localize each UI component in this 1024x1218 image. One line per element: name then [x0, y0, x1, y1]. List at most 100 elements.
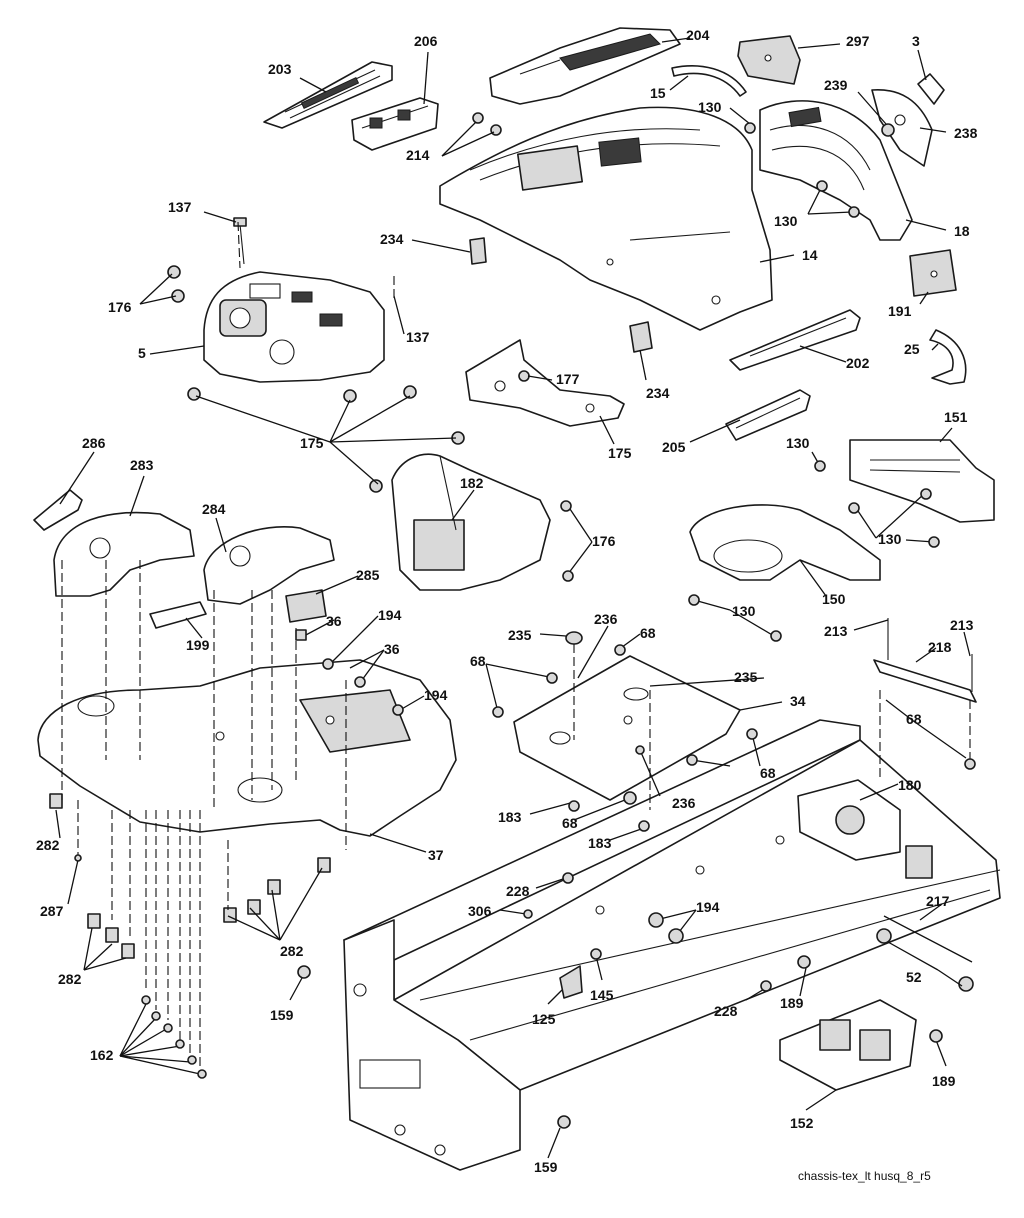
callout: 239 — [824, 77, 848, 93]
part-235-spacer — [565, 631, 583, 645]
callout: 145 — [590, 987, 614, 1003]
part-14-hood — [439, 106, 773, 331]
callout: 189 — [780, 995, 804, 1011]
part-206-bracket — [351, 97, 439, 151]
callout: 218 — [928, 639, 952, 655]
part-214-clips — [472, 112, 502, 136]
callout: 151 — [944, 409, 968, 425]
callout: 236 — [594, 611, 618, 627]
callout: 68 — [760, 765, 776, 781]
assembly-dash-lines — [61, 221, 971, 1070]
callout: 285 — [356, 567, 380, 583]
part-25-clip — [929, 329, 967, 385]
callout: 282 — [36, 837, 60, 853]
part-202-grille — [729, 309, 861, 371]
callout: 183 — [588, 835, 612, 851]
callout: 130 — [786, 435, 810, 451]
callout: 68 — [906, 711, 922, 727]
part-5-dash — [203, 271, 385, 383]
part-282-clips — [49, 793, 331, 959]
callout: 284 — [202, 501, 226, 517]
callout: 238 — [954, 125, 978, 141]
callout: 130 — [698, 99, 722, 115]
fasteners — [74, 122, 976, 1129]
callout: 194 — [424, 687, 448, 703]
part-234-block-b — [629, 321, 653, 353]
callout: 234 — [380, 231, 404, 247]
part-204-dash-grille — [489, 27, 681, 105]
callout: 130 — [878, 531, 902, 547]
callout: 162 — [90, 1047, 114, 1063]
callout: 152 — [790, 1115, 814, 1131]
part-284-cover — [203, 526, 335, 605]
part-150-pan — [689, 504, 881, 581]
callout: 234 — [646, 385, 670, 401]
part-34-plate — [513, 655, 741, 801]
part-137-bolt — [233, 217, 247, 265]
callout: 199 — [186, 637, 210, 653]
callout: 282 — [58, 971, 82, 987]
part-18-grille-assembly — [759, 100, 913, 241]
callout: 182 — [460, 475, 484, 491]
part-152-shield — [779, 999, 917, 1091]
part-3-emblem — [917, 73, 945, 105]
callout: 68 — [470, 653, 486, 669]
part-chassis-side — [343, 919, 521, 1171]
part-297-block — [737, 35, 801, 85]
part-191-block — [909, 249, 957, 297]
callout: 297 — [846, 33, 870, 49]
callout: 37 — [428, 847, 444, 863]
part-234-block-a — [469, 237, 487, 265]
callout: 176 — [108, 299, 132, 315]
callout: 191 — [888, 303, 912, 319]
callout: 130 — [774, 213, 798, 229]
callout: 235 — [734, 669, 758, 685]
part-238-grille — [871, 89, 933, 167]
callout: 194 — [696, 899, 720, 915]
callout: 159 — [534, 1159, 558, 1175]
callout: 203 — [268, 61, 292, 77]
callout: 306 — [468, 903, 492, 919]
part-176-bolts — [167, 265, 465, 493]
callout: 217 — [926, 893, 950, 909]
callout-labels: 203 206 204 297 3 15 130 239 238 214 130… — [36, 27, 978, 1175]
part-182-lower-dash — [391, 453, 551, 591]
part-177-nut — [518, 370, 530, 382]
callout: 286 — [82, 435, 106, 451]
callout: 228 — [714, 1003, 738, 1019]
callout: 3 — [912, 33, 920, 49]
callout: 18 — [954, 223, 970, 239]
callout: 282 — [280, 943, 304, 959]
callout: 236 — [672, 795, 696, 811]
callout: 150 — [822, 591, 846, 607]
callout: 36 — [326, 613, 342, 629]
callout: 189 — [932, 1073, 956, 1089]
callout: 36 — [384, 641, 400, 657]
callout: 68 — [562, 815, 578, 831]
callout: 137 — [168, 199, 192, 215]
part-37-fender — [37, 659, 457, 837]
part-180-housing — [797, 779, 933, 879]
callout: 213 — [950, 617, 974, 633]
callout: 137 — [406, 329, 430, 345]
part-203-grille — [263, 61, 393, 129]
part-205-panel — [725, 389, 811, 441]
callout: 194 — [378, 607, 402, 623]
part-151-bracket — [849, 439, 995, 523]
part-199-plate — [149, 601, 207, 629]
callout: 202 — [846, 355, 870, 371]
part-286-cover — [33, 489, 83, 531]
callout: 5 — [138, 345, 146, 361]
part-285-pad — [285, 589, 327, 623]
callout: 177 — [556, 371, 580, 387]
part-239-washer — [881, 123, 895, 137]
part-218-bracket — [873, 659, 977, 703]
callout: 206 — [414, 33, 438, 49]
callout: 125 — [532, 1011, 556, 1027]
callout: 213 — [824, 623, 848, 639]
callout: 175 — [608, 445, 632, 461]
callout: 34 — [790, 693, 806, 709]
callout: 180 — [898, 777, 922, 793]
callout: 205 — [662, 439, 686, 455]
